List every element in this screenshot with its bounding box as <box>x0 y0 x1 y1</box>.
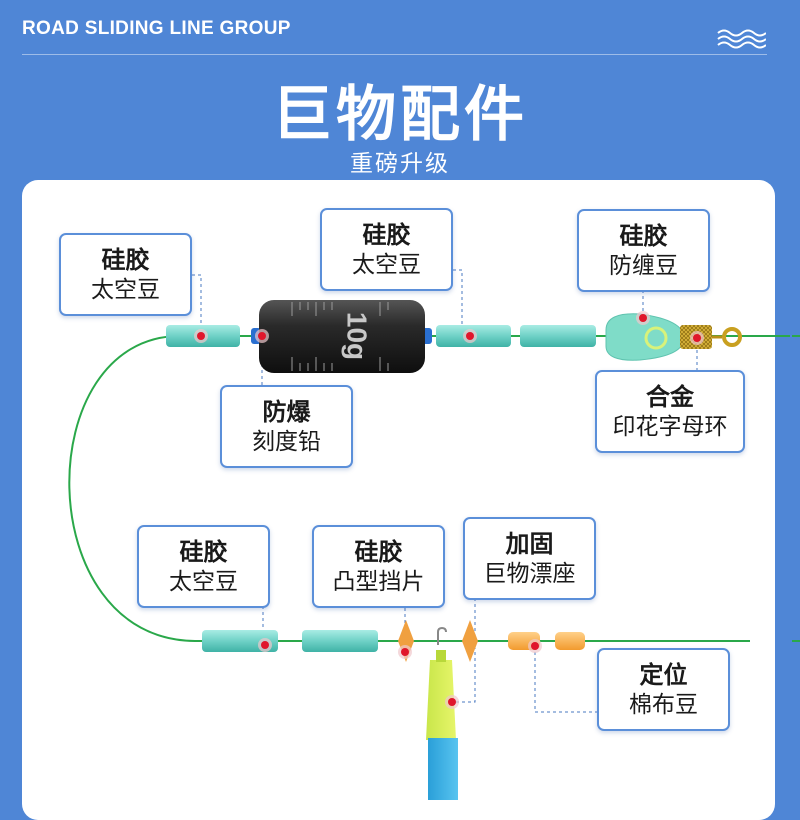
silicone-bead-5 <box>302 630 378 652</box>
cotton-bead-2 <box>555 632 585 650</box>
convex-stopper-2 <box>462 620 478 662</box>
header-divider <box>22 54 767 55</box>
label-title: 硅胶 <box>619 222 668 250</box>
label-title: 硅胶 <box>101 246 150 274</box>
label-subtitle: 刻度铅 <box>252 429 321 455</box>
label-silicone-space-bead-1: 硅胶 太空豆 <box>59 233 192 316</box>
page-title: 巨物配件 <box>272 80 528 150</box>
label-subtitle: 太空豆 <box>91 277 160 303</box>
sinker: 10g <box>251 300 432 373</box>
fishing-line-upper <box>68 335 790 642</box>
brand-text: ROAD SLIDING LINE GROUP <box>22 18 291 39</box>
label-subtitle: 巨物漂座 <box>483 561 576 587</box>
label-title: 定位 <box>639 661 688 689</box>
float-seat <box>426 626 458 800</box>
label-title: 硅胶 <box>179 538 228 566</box>
label-explosion-proof-sinker: 防爆 刻度铅 <box>220 385 353 468</box>
label-title: 加固 <box>505 530 554 558</box>
waves-icon <box>717 29 766 49</box>
label-alloy-letter-ring: 合金 印花字母环 <box>595 370 745 453</box>
label-subtitle: 太空豆 <box>169 569 238 595</box>
page-subtitle: 重磅升级 <box>350 151 450 177</box>
label-title: 硅胶 <box>362 221 411 249</box>
label-silicone-space-bead-3: 硅胶 太空豆 <box>137 525 270 608</box>
label-anti-tangle-bead: 硅胶 防缠豆 <box>577 209 710 292</box>
label-subtitle: 棉布豆 <box>629 692 698 718</box>
label-subtitle: 太空豆 <box>352 252 421 278</box>
silicone-bead-3 <box>520 325 596 347</box>
sinker-weight-marking: 10g <box>342 312 373 360</box>
label-subtitle: 凸型挡片 <box>332 569 425 595</box>
label-convex-stopper: 硅胶 凸型挡片 <box>312 525 445 608</box>
label-silicone-space-bead-2: 硅胶 太空豆 <box>320 208 453 291</box>
label-title: 防爆 <box>262 398 311 426</box>
marker-dots <box>194 311 704 709</box>
rig-diagram: 10g <box>68 269 800 800</box>
label-float-seat: 加固 巨物漂座 <box>463 517 596 600</box>
label-title: 硅胶 <box>354 538 403 566</box>
label-cotton-bead: 定位 棉布豆 <box>597 648 730 731</box>
label-subtitle: 防缠豆 <box>609 253 678 279</box>
label-subtitle: 印花字母环 <box>612 414 728 440</box>
label-title: 合金 <box>646 383 694 411</box>
